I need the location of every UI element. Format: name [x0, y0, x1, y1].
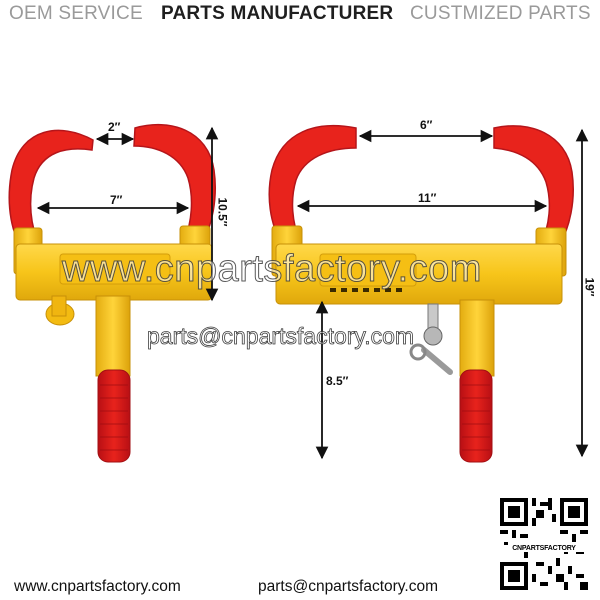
- large-gap-label: 6″: [420, 118, 433, 132]
- qr-code-label: CNPARTSFACTORY: [500, 545, 588, 552]
- parts-manufacturer-label: PARTS MANUFACTURER: [161, 3, 394, 24]
- large-height-label: 19″: [582, 277, 597, 297]
- oem-service-label: OEM SERVICE: [9, 3, 143, 24]
- small-width-label: 7″: [110, 193, 123, 207]
- qr-code: [500, 498, 588, 590]
- small-clamp-shaft: [95, 295, 131, 377]
- small-height-label: 10.5″: [215, 197, 230, 227]
- large-wheel-clamp: [268, 124, 574, 463]
- header-bar: OEM SERVICE PARTS MANUFACTURER CUSTMIZED…: [0, 0, 600, 28]
- large-width-label: 11″: [418, 191, 437, 205]
- large-clamp-shaft: [459, 299, 495, 377]
- small-gap-label: 2″: [108, 120, 121, 134]
- footer-email-link[interactable]: parts@cnpartsfactory.com: [258, 578, 438, 595]
- handle-length-label: 8.5″: [326, 374, 349, 388]
- small-wheel-clamp: [8, 124, 217, 463]
- watermark-website: www.cnpartsfactory.com: [62, 248, 482, 291]
- footer-website-link[interactable]: www.cnpartsfactory.com: [14, 578, 181, 595]
- large-clamp-handle: [459, 369, 493, 463]
- watermark-email: parts@cnpartsfactory.com: [147, 323, 415, 350]
- customized-parts-label: CUSTMIZED PARTS: [410, 3, 591, 24]
- small-clamp-handle: [97, 369, 131, 463]
